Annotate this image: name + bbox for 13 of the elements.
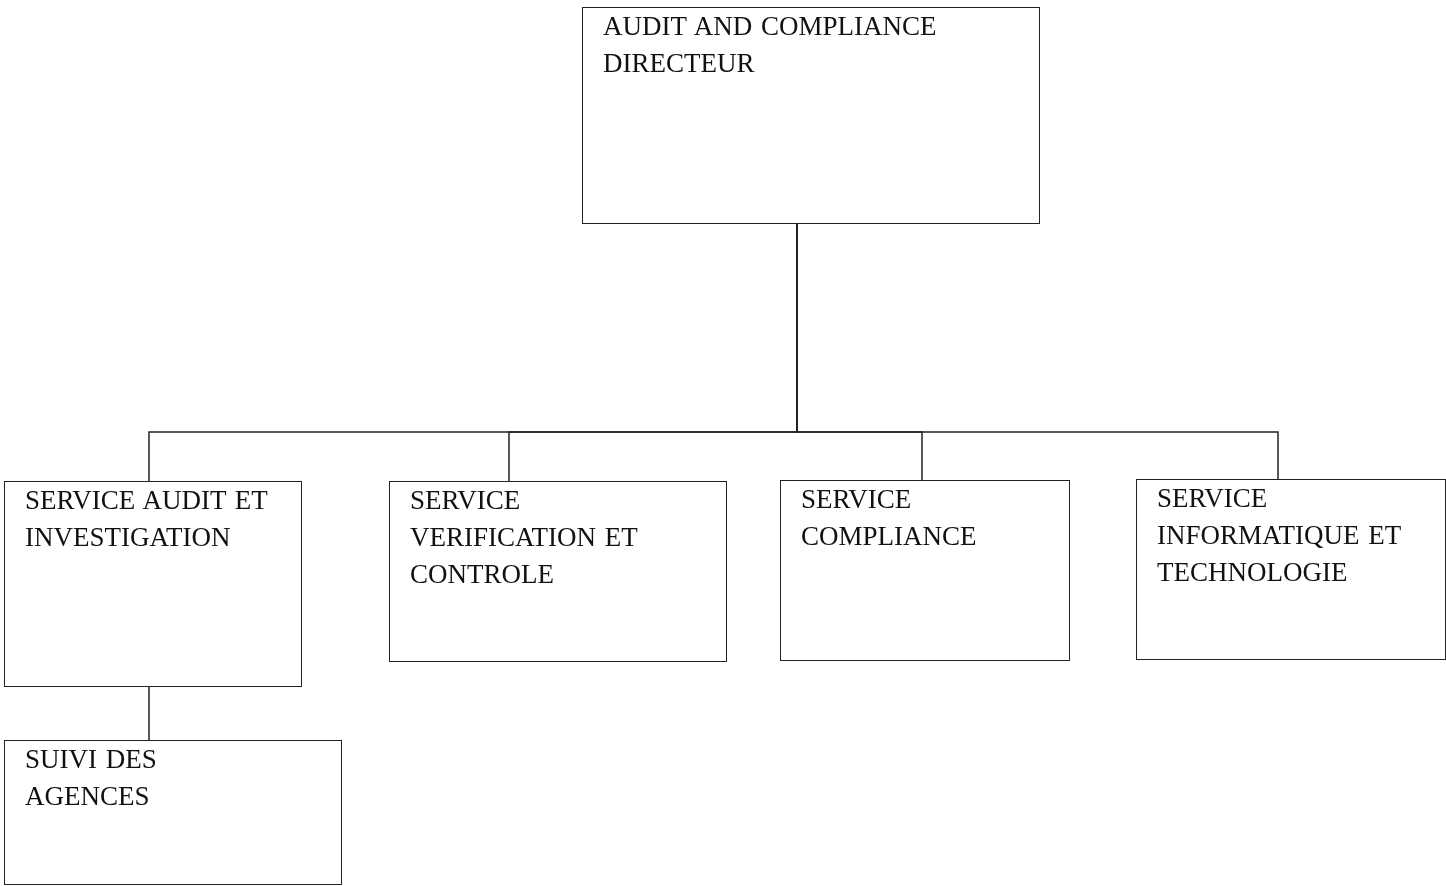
- org-box: [4, 481, 302, 687]
- box-title: SERVICE INFORMATIQUE ET TECHNOLOGIE: [1157, 482, 1402, 589]
- connector-line: [148, 686, 150, 741]
- org-box: [389, 481, 727, 662]
- org-box: [780, 480, 1070, 661]
- box-title: SUIVI DES AGENCES: [25, 743, 158, 813]
- box-title: SERVICE AUDIT ET INVESTIGATION: [25, 484, 269, 554]
- box-title: AUDIT AND COMPLIANCE DIRECTEUR: [603, 10, 938, 80]
- org-box: [1136, 479, 1446, 660]
- box-title: SERVICE VERIFICATION ET CONTROLE: [410, 484, 639, 591]
- org-box: [4, 740, 342, 885]
- org-box: [582, 7, 1040, 224]
- box-title: SERVICE COMPLIANCE: [801, 483, 978, 553]
